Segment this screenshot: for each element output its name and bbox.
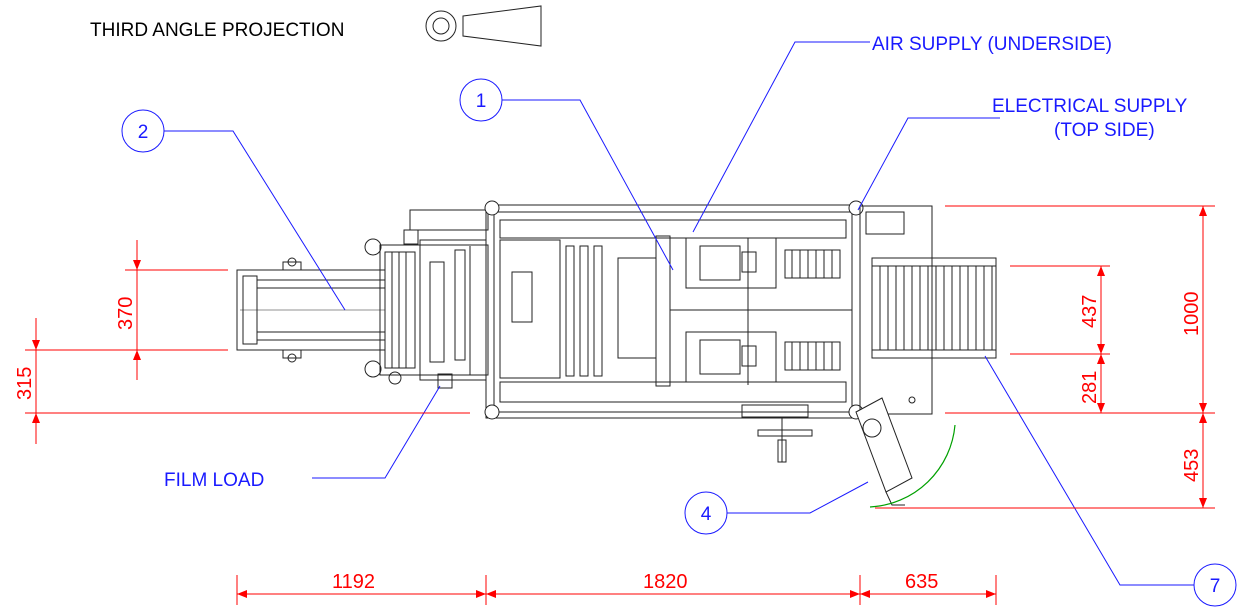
main-body (484, 200, 864, 463)
third-angle-projection-icon (425, 5, 542, 47)
projection-label: THIRD ANGLE PROJECTION (90, 20, 344, 41)
electrical-supply-label-1: ELECTRICAL SUPPLY (992, 96, 1188, 117)
callout-air-supply: AIR SUPPLY (UNDERSIDE) (692, 34, 1112, 233)
dim-370: 370 (115, 240, 228, 380)
callout-film-load: FILM LOAD (164, 385, 441, 491)
svg-text:1000: 1000 (1181, 292, 1203, 337)
dim-437-281: 437 281 (1010, 265, 1110, 413)
balloon-4: 4 (684, 481, 869, 535)
dim-1820: 1820 (643, 571, 688, 593)
dim-453: 453 (875, 413, 1215, 509)
callout-electrical-supply: ELECTRICAL SUPPLY (TOP SIDE) (857, 96, 1188, 211)
machine-plan-view (236, 200, 997, 508)
balloon-2: 2 (121, 109, 346, 311)
film-load-section (379, 209, 489, 389)
air-supply-label: AIR SUPPLY (UNDERSIDE) (872, 34, 1112, 55)
balloon-7: 7 (984, 355, 1237, 607)
svg-text:7: 7 (1210, 576, 1221, 597)
dim-315: 315 (14, 318, 470, 444)
svg-text:370: 370 (115, 297, 137, 330)
infeed-conveyor (236, 238, 386, 378)
dim-1192: 1192 (332, 571, 375, 593)
svg-text:4: 4 (701, 504, 712, 525)
electrical-supply-label-2: (TOP SIDE) (1054, 120, 1155, 141)
electrical-cabinet (859, 205, 933, 415)
svg-text:2: 2 (138, 122, 149, 143)
svg-text:281: 281 (1079, 371, 1101, 404)
dim-bottom-chain: 1192 1820 635 (236, 571, 997, 605)
balloon-1: 1 (459, 78, 674, 271)
swing-control-arm (855, 397, 956, 508)
svg-text:315: 315 (14, 367, 36, 400)
outfeed-conveyor (871, 257, 997, 359)
svg-text:453: 453 (1181, 449, 1203, 482)
film-load-label: FILM LOAD (164, 470, 264, 491)
svg-text:1: 1 (476, 91, 487, 112)
svg-text:437: 437 (1079, 295, 1101, 328)
dim-1000: 1000 (945, 205, 1215, 414)
dim-635: 635 (905, 571, 938, 593)
